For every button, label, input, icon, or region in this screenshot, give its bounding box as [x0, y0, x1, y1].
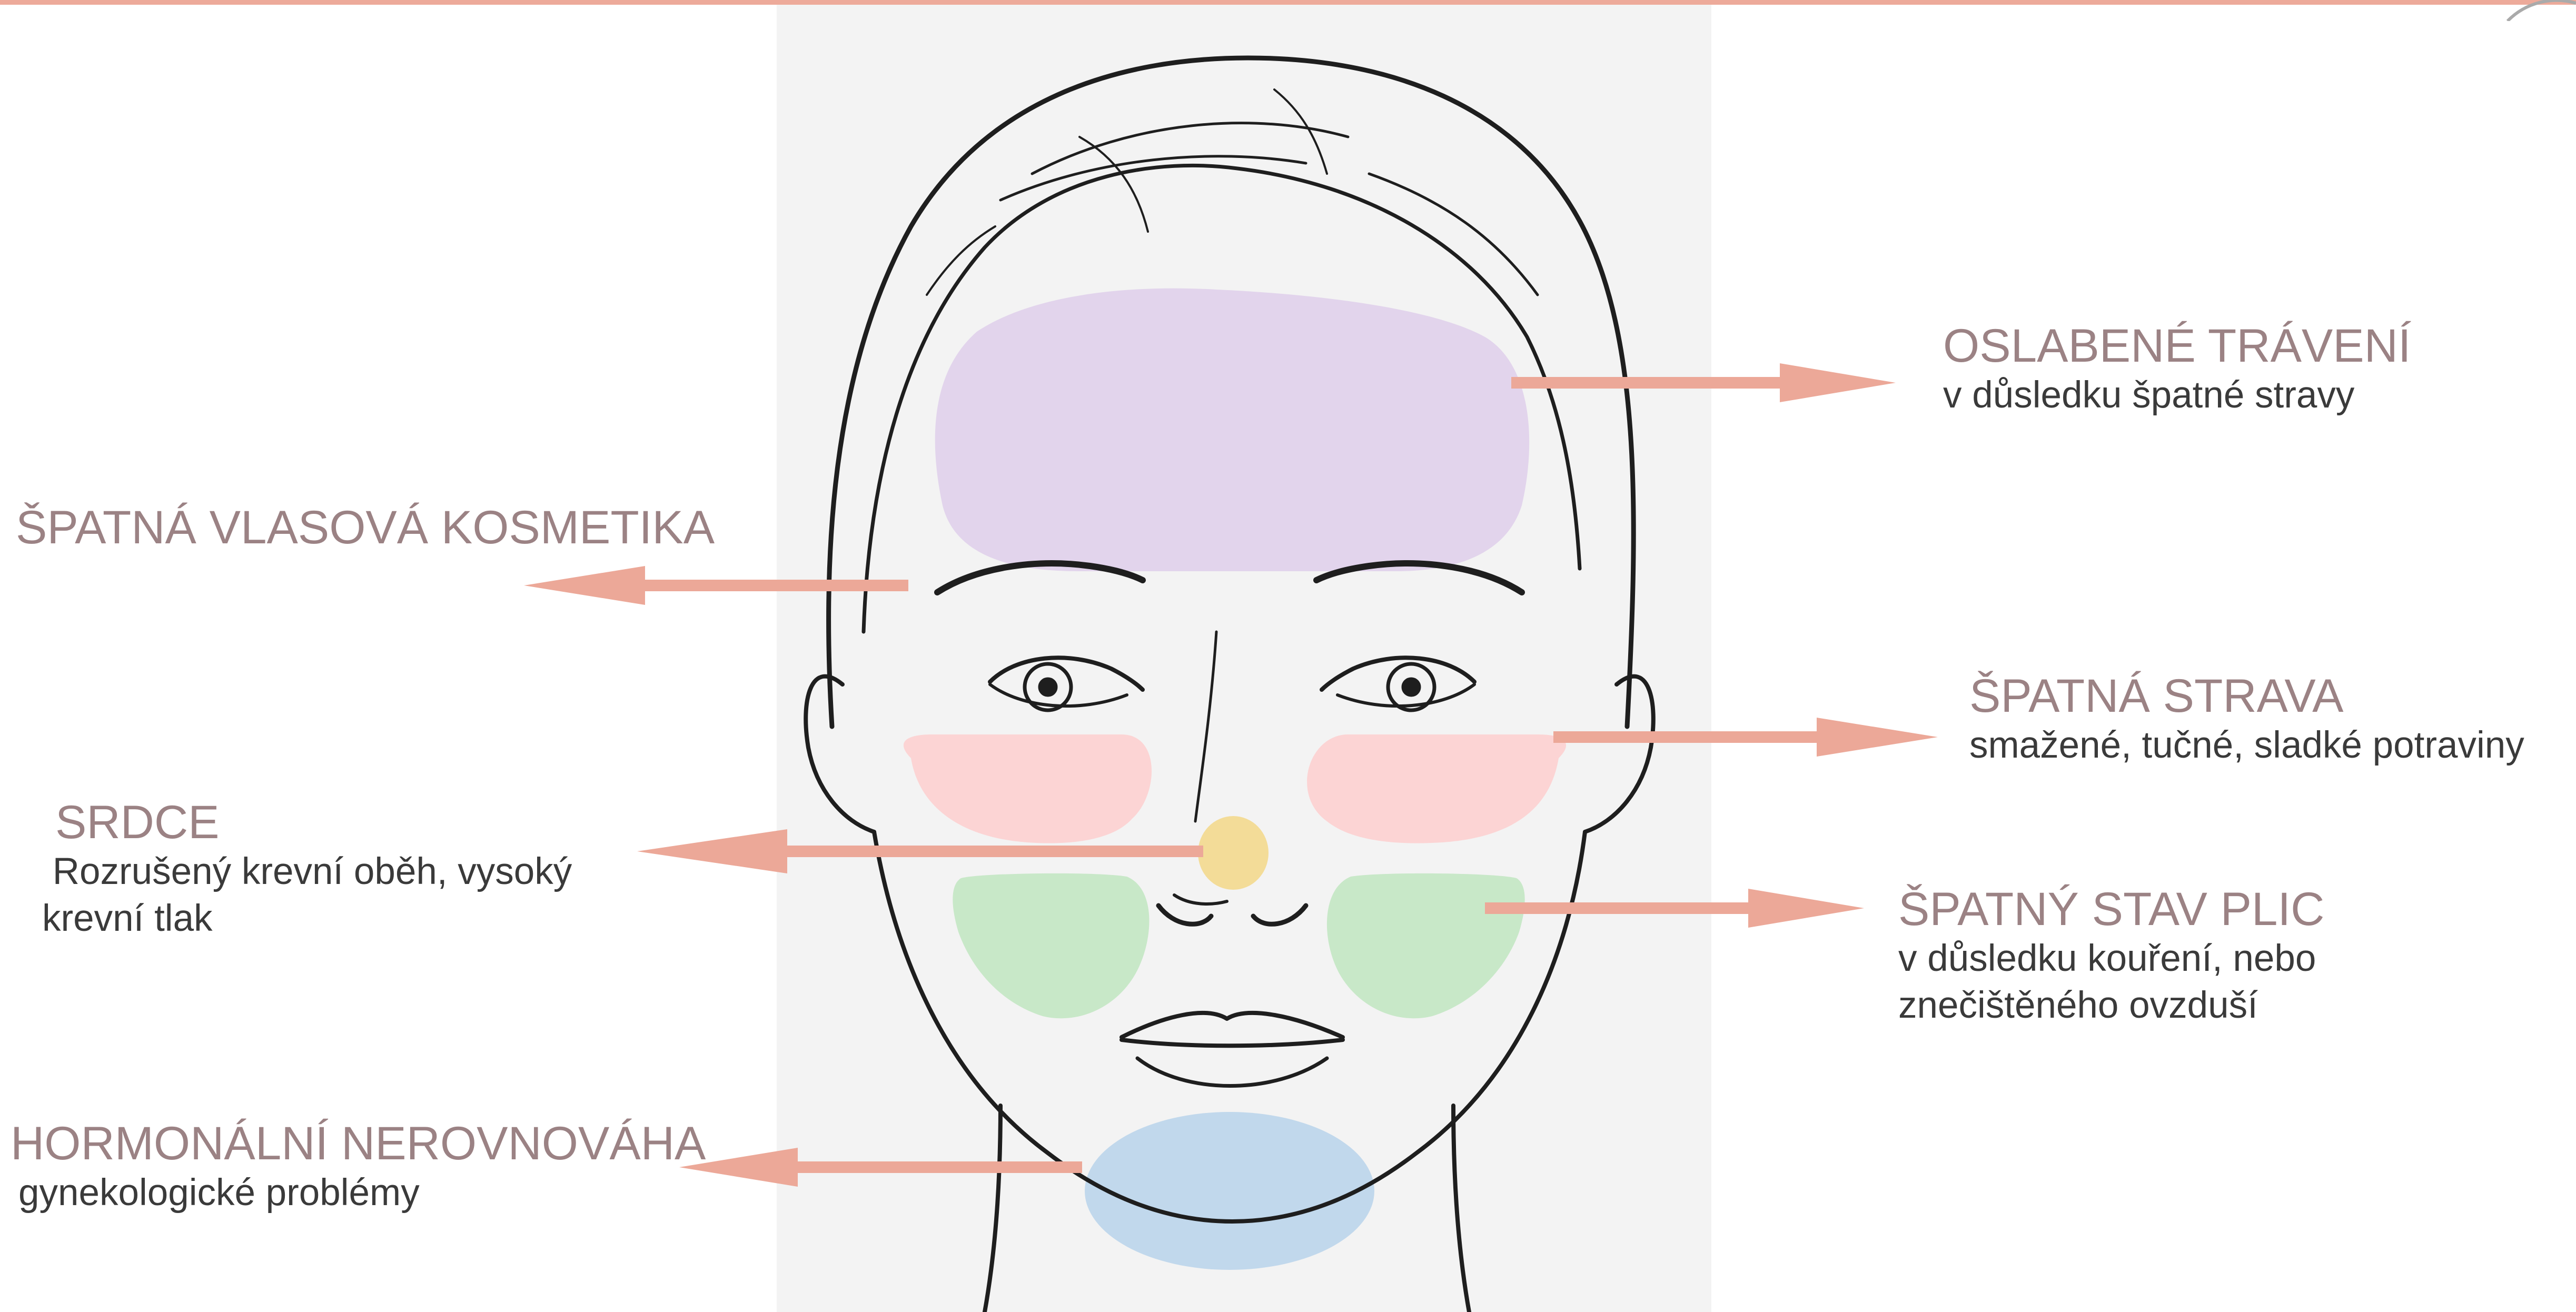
- label-nose-desc-line2: krevní tlak: [42, 896, 572, 942]
- label-cheeks-upper-title: ŠPATNÁ STRAVA: [1969, 669, 2524, 722]
- label-cheeks-lower-title: ŠPATNÝ STAV PLIC: [1898, 882, 2324, 936]
- label-cheeks-lower-desc-line1: v důsledku kouření, nebo: [1898, 936, 2324, 982]
- arrow-nose: [637, 829, 1203, 873]
- nose-zone: [1198, 816, 1269, 890]
- label-nose: SRDCE Rozrušený krevní oběh, vysoký krev…: [42, 795, 572, 942]
- right-upper-cheek-zone: [1307, 734, 1566, 843]
- arrow-chin: [679, 1148, 1082, 1187]
- label-forehead-desc: v důsledku špatné stravy: [1943, 372, 2411, 419]
- label-hairline-title: ŠPATNÁ VLASOVÁ KOSMETIKA: [16, 500, 715, 554]
- label-cheeks-upper: ŠPATNÁ STRAVA smažené, tučné, sladké pot…: [1969, 669, 2524, 769]
- arrow-forehead: [1511, 363, 1896, 402]
- label-chin-desc: gynekologické problémy: [18, 1170, 706, 1217]
- forehead-zone: [935, 289, 1530, 571]
- label-forehead: OSLABENÉ TRÁVENÍ v důsledku špatné strav…: [1943, 319, 2411, 419]
- label-nose-title: SRDCE: [55, 795, 572, 849]
- label-cheeks-lower: ŠPATNÝ STAV PLIC v důsledku kouření, neb…: [1898, 882, 2324, 1029]
- left-upper-cheek-zone: [904, 734, 1152, 843]
- label-chin-title: HORMONÁLNÍ NEROVNOVÁHA: [11, 1116, 706, 1170]
- label-chin: HORMONÁLNÍ NEROVNOVÁHA gynekologické pro…: [11, 1116, 706, 1217]
- arrow-cheeks-lower: [1485, 889, 1864, 928]
- arrow-hairline: [524, 566, 908, 605]
- label-hairline: ŠPATNÁ VLASOVÁ KOSMETIKA: [16, 500, 715, 554]
- arrow-cheeks-upper: [1553, 718, 1938, 757]
- label-cheeks-upper-desc: smažené, tučné, sladké potraviny: [1969, 722, 2524, 769]
- chin-zone: [1085, 1112, 1374, 1270]
- left-lower-cheek-zone: [953, 873, 1149, 1018]
- label-cheeks-lower-desc-line2: znečištěného ovzduší: [1898, 982, 2324, 1029]
- right-lower-cheek-zone: [1327, 873, 1525, 1018]
- label-nose-desc-line1: Rozrušený krevní oběh, vysoký: [42, 849, 572, 896]
- label-forehead-title: OSLABENÉ TRÁVENÍ: [1943, 319, 2411, 372]
